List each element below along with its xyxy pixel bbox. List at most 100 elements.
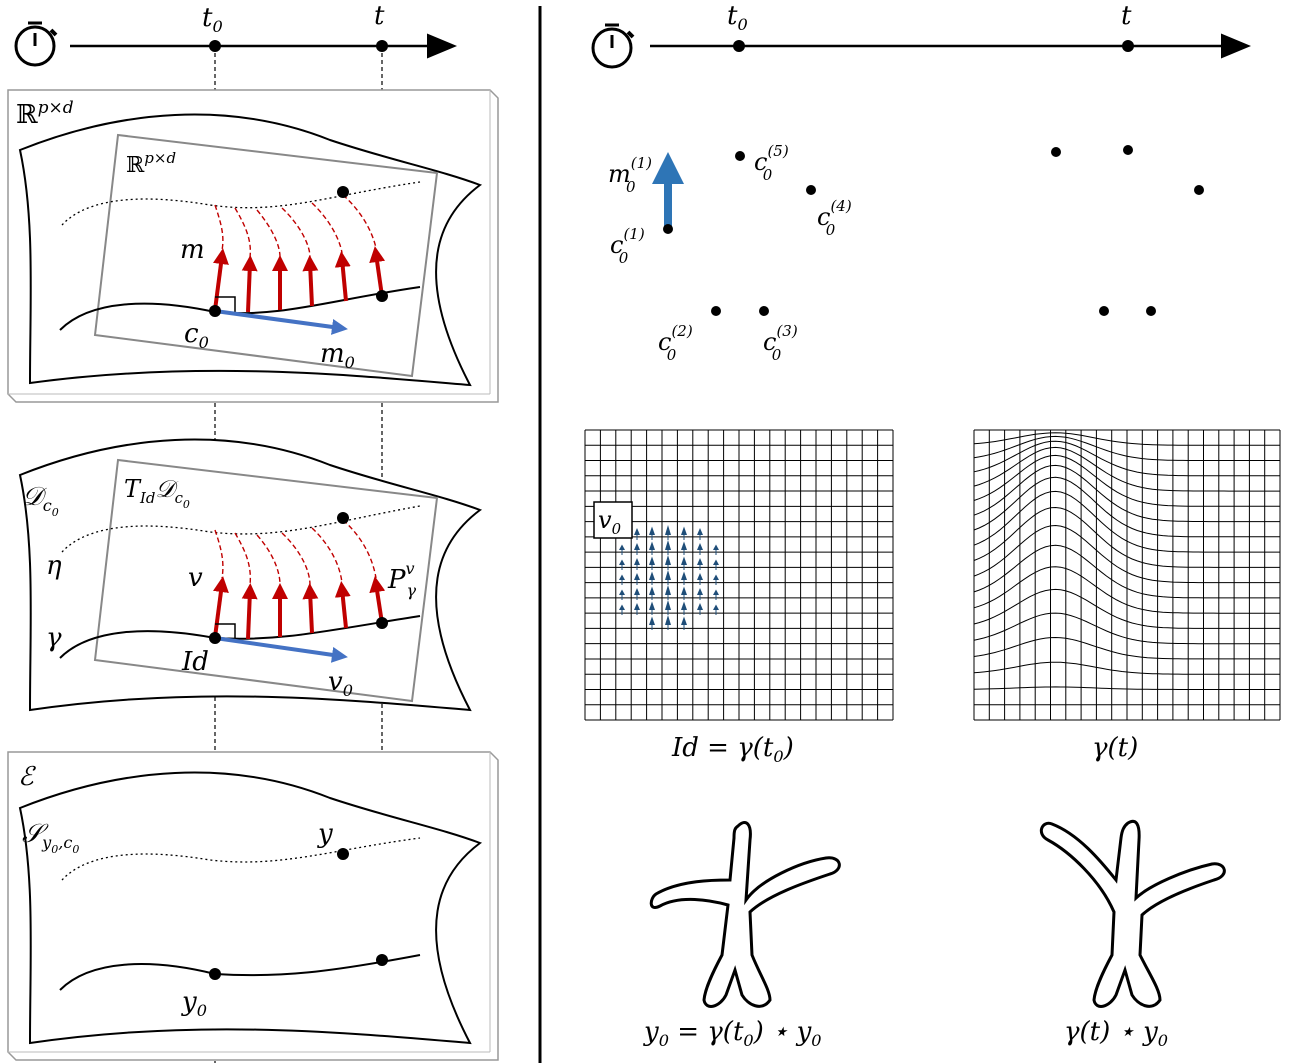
vector-arrow <box>681 571 687 580</box>
shape-left-caption: y0 = γ(t0) ⋆ y0 <box>643 1017 822 1050</box>
c0-dot <box>209 305 221 317</box>
vector-arrow <box>649 586 655 595</box>
right-t-dot <box>1122 40 1134 52</box>
c0-label: c0 <box>184 319 209 352</box>
vector-field-v0 <box>619 525 719 630</box>
vector-arrow <box>713 604 719 610</box>
momentum-label: m(1)0 <box>608 154 652 196</box>
y-label: y <box>317 819 333 849</box>
vector-arrow <box>665 540 671 550</box>
control-point-4 <box>806 185 816 195</box>
control-points-t0: m(1)0 c(1)0 c(2)0 c(3)0 c(4)0 c(5)0 <box>608 142 852 364</box>
vector-arrow <box>619 574 625 580</box>
v-label: v <box>188 563 203 593</box>
vector-arrow <box>681 556 687 565</box>
vector-arrow <box>697 543 703 550</box>
vector-arrow <box>713 559 719 565</box>
shape-space-label: 𝒮y0,c0 <box>22 819 79 856</box>
moved-point-2 <box>1123 145 1133 155</box>
control-point-3 <box>759 306 769 316</box>
vector-arrow <box>681 541 687 550</box>
right-t0-label: t0 <box>727 1 748 34</box>
grid-left-caption: Id = γ(t0) <box>671 733 794 766</box>
v0-label: v0 <box>328 667 353 700</box>
vector-arrow <box>681 586 687 595</box>
gamma-label: γ <box>46 623 62 653</box>
stopwatch-icon <box>591 23 635 69</box>
vector-arrow <box>713 544 719 550</box>
vector-arrow <box>649 601 655 610</box>
m0-label: m0 <box>320 339 355 372</box>
manifold-surface-3 <box>18 771 483 1045</box>
vector-arrow <box>665 570 671 580</box>
observation-space-label: ℰ <box>18 762 36 792</box>
left-t-label: t <box>374 1 385 31</box>
box1-t-dot <box>376 290 388 302</box>
tangent-plane-1 <box>93 133 439 378</box>
y0-dot <box>209 968 221 980</box>
control-point-3-label: c(3)0 <box>763 322 798 364</box>
vector-arrow <box>681 601 687 610</box>
left-t0-label: t0 <box>202 3 223 36</box>
v0-tag: v0 <box>593 501 633 539</box>
vector-arrow <box>634 558 640 565</box>
m-label: m <box>180 235 205 265</box>
id-dot <box>209 632 221 644</box>
box2-upper-dot <box>337 512 349 524</box>
svg-text:v0: v0 <box>598 506 621 538</box>
moved-point-1 <box>1051 147 1061 157</box>
eta-label: η <box>46 551 62 581</box>
dotted-geodesic-2 <box>61 505 421 553</box>
left-timeline: t0 t <box>14 1 457 67</box>
moved-point-4 <box>1099 306 1109 316</box>
red-dashed-curves-2 <box>214 519 377 586</box>
box3-observation-space: ℰ 𝒮y0,c0 y y0 <box>7 751 499 1061</box>
dotted-geodesic-1 <box>61 181 421 226</box>
vector-arrow <box>681 526 687 535</box>
tangent-plane-2 <box>93 458 439 703</box>
right-angle-marker-2 <box>215 623 236 639</box>
red-dashed-curves-1 <box>214 194 377 258</box>
red-arrows-2 <box>213 576 386 640</box>
vector-arrow <box>665 525 671 535</box>
inner-space-label: ℝp×d <box>126 149 176 178</box>
y0-label: y0 <box>181 987 207 1020</box>
moved-point-3 <box>1194 185 1204 195</box>
vector-arrow <box>649 541 655 550</box>
vector-arrow <box>619 559 625 565</box>
box2-t-dot <box>376 617 388 629</box>
vector-arrow <box>665 600 671 610</box>
control-point-2 <box>711 306 721 316</box>
vector-arrow <box>649 556 655 565</box>
deformed-grid <box>973 429 1281 721</box>
control-points-t <box>1051 145 1204 316</box>
control-point-1-label: c(1)0 <box>610 225 645 267</box>
control-point-1 <box>663 224 673 234</box>
vector-arrow <box>665 615 671 625</box>
vector-arrow <box>649 526 655 535</box>
vector-arrow <box>634 528 640 535</box>
right-timeline: t0 t <box>591 1 1251 69</box>
blue-arrow-v0 <box>214 636 348 663</box>
vector-arrow <box>681 616 687 625</box>
shape-right-caption: γ(t) ⋆ y0 <box>1064 1017 1168 1050</box>
shape-gamma-y0 <box>1039 819 1226 1008</box>
vector-arrow <box>665 555 671 565</box>
moved-point-5 <box>1146 306 1156 316</box>
shape-y0 <box>649 821 841 1008</box>
control-point-5-label: c(5)0 <box>754 142 789 184</box>
vector-arrow <box>697 558 703 565</box>
right-t-label: t <box>1121 1 1132 31</box>
identity-grid <box>584 429 894 721</box>
vector-arrow <box>665 585 671 595</box>
vector-arrow <box>697 528 703 535</box>
vector-arrow <box>697 573 703 580</box>
box3-t-dot <box>376 954 388 966</box>
control-point-5 <box>735 151 745 161</box>
vector-arrow <box>713 589 719 595</box>
box1-upper-dot <box>337 186 349 198</box>
outer-space-label: ℝp×d <box>16 98 74 130</box>
vector-arrow <box>697 603 703 610</box>
